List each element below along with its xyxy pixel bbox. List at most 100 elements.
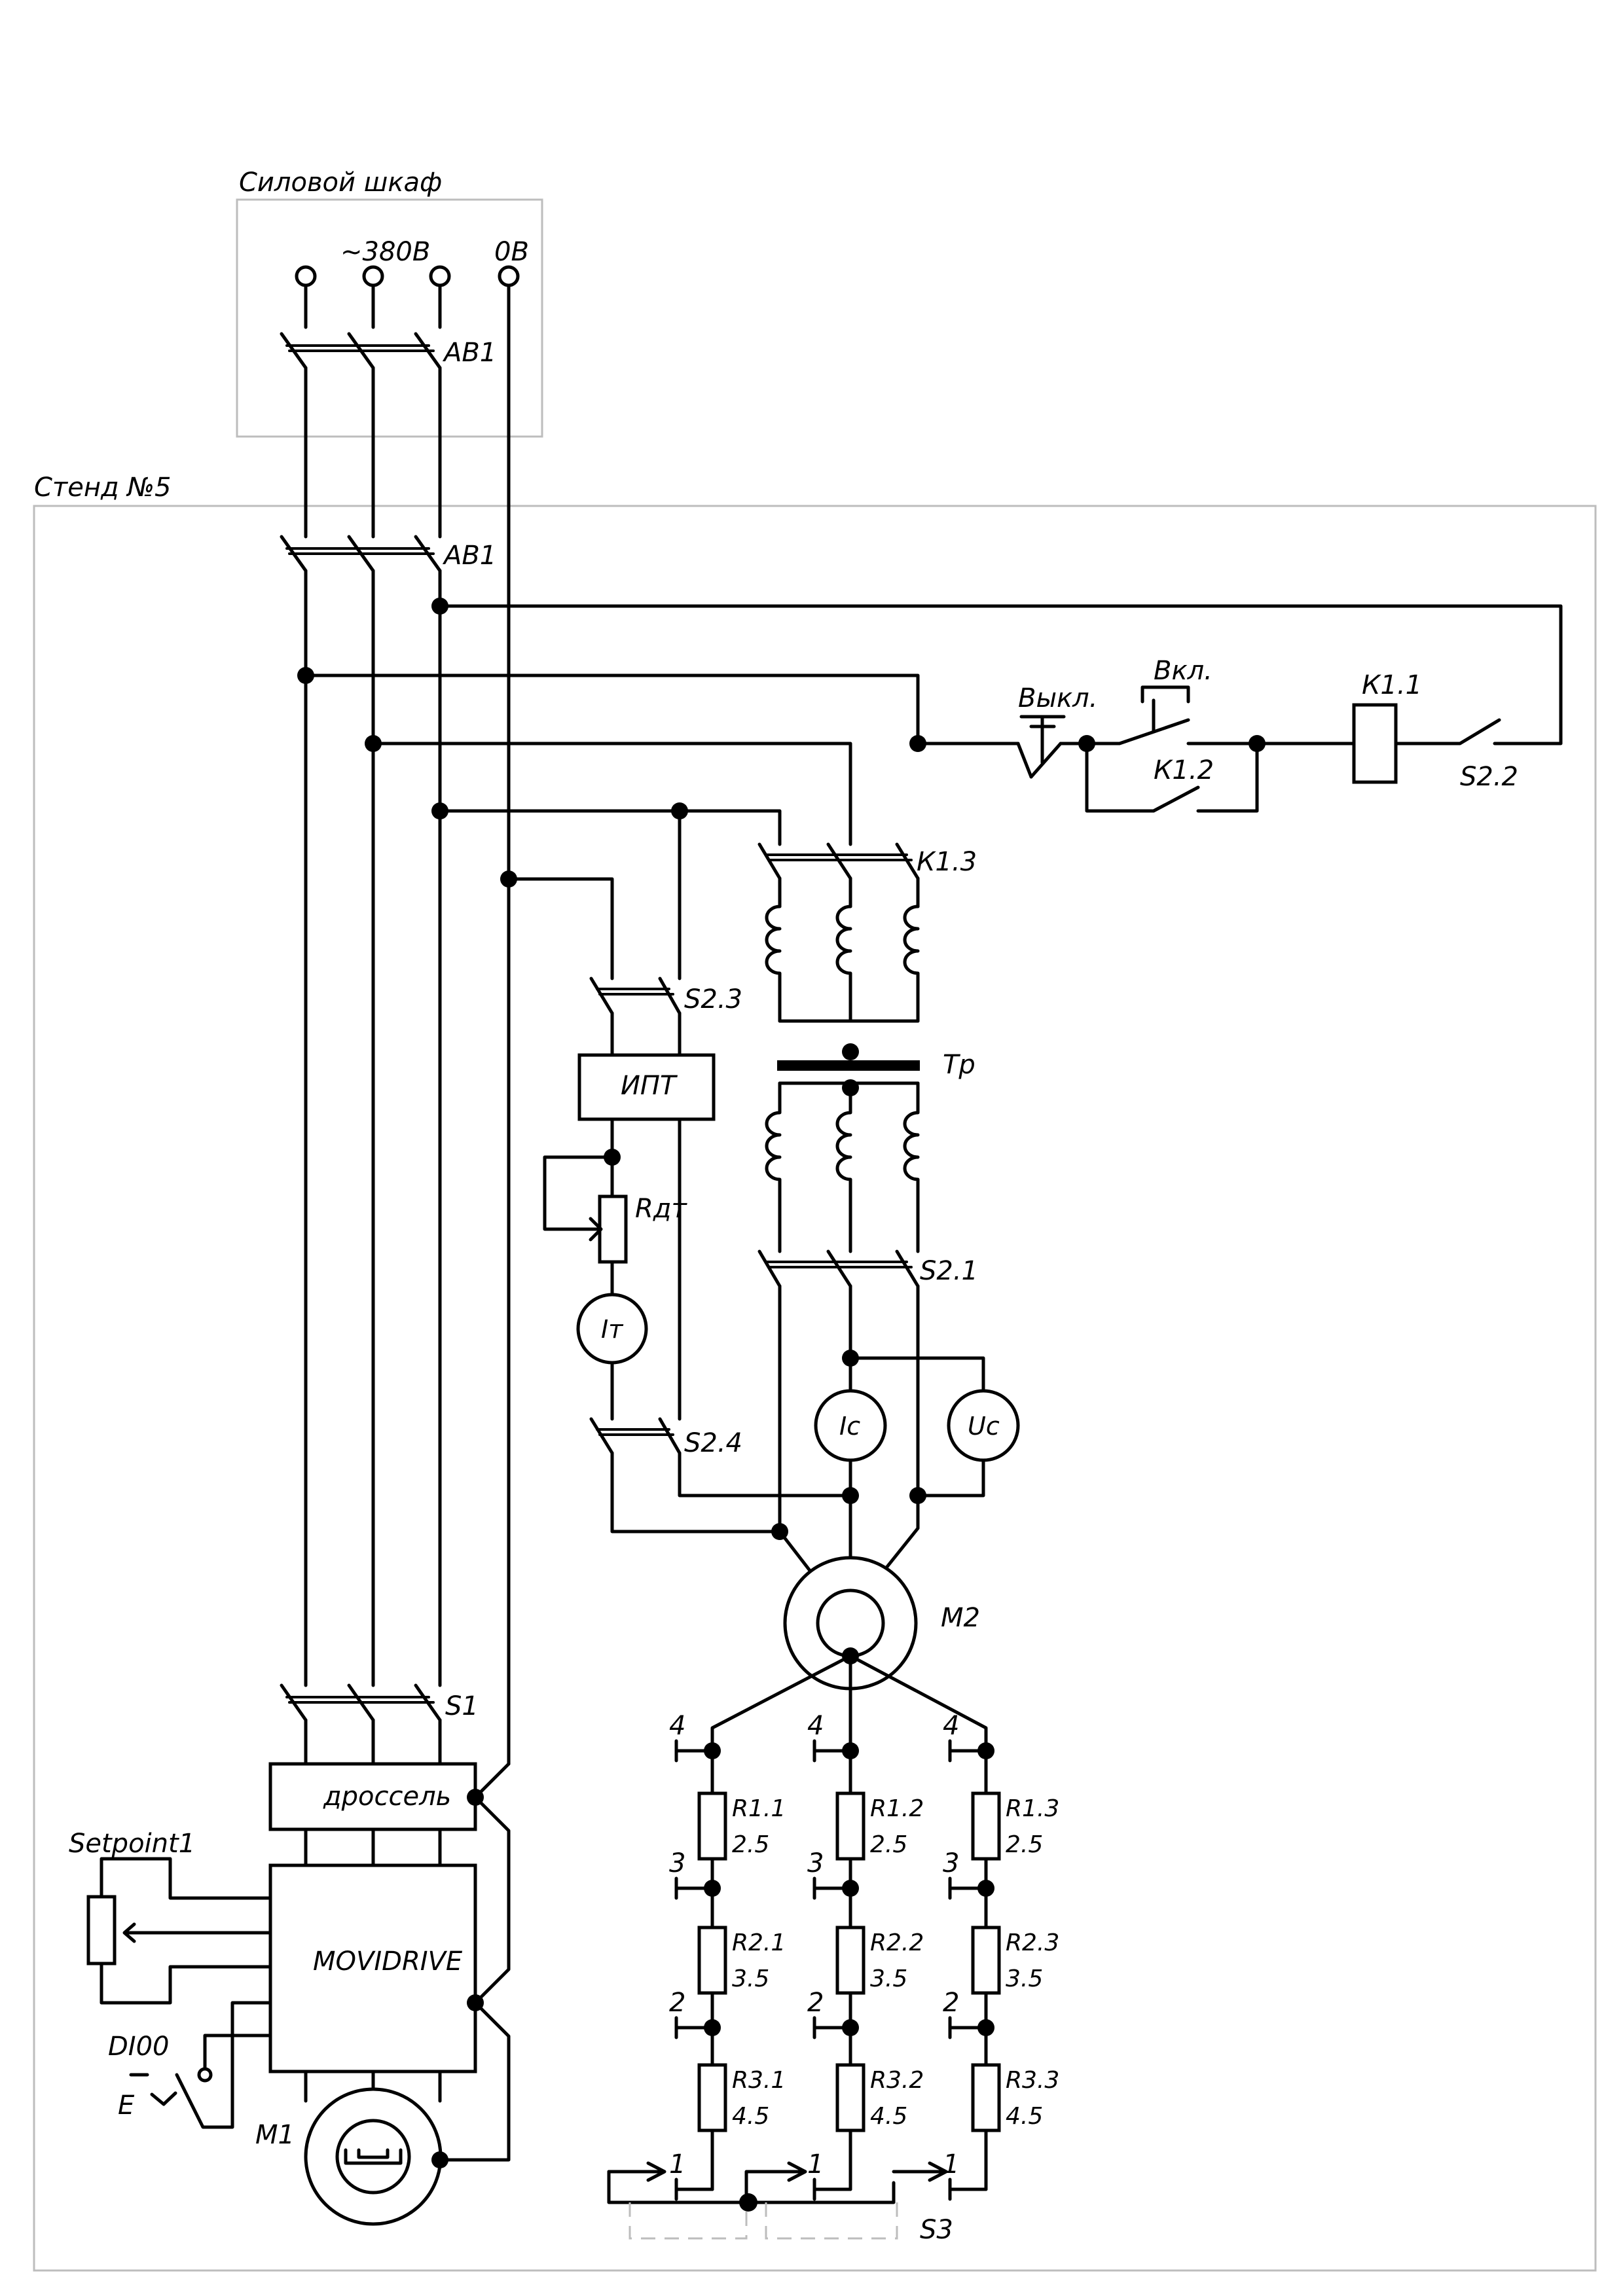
junction-dot-icon xyxy=(467,1994,484,2011)
switch-s1-label: S1 xyxy=(445,1691,479,1721)
coil-label: К1.1 xyxy=(1362,670,1422,700)
junction-dot-icon xyxy=(431,2151,448,2168)
interlock-label: S2.2 xyxy=(1460,762,1518,792)
junction-dot-icon xyxy=(704,1742,721,1759)
resistor-name: R1.3 xyxy=(1006,1795,1059,1822)
tap-label: 2 xyxy=(943,1988,959,2018)
field-current-label: Iт xyxy=(601,1315,624,1344)
junction-dot-icon xyxy=(500,870,517,888)
resistor-icon xyxy=(697,1791,727,1861)
junction-dot-icon xyxy=(704,1880,721,1897)
tap-label: 2 xyxy=(669,1988,685,2018)
tap-label: 3 xyxy=(669,1848,685,1878)
resistor-value: 3.5 xyxy=(870,1965,907,1992)
contactor-k13 xyxy=(757,842,920,880)
contactor-k13-label: К1.3 xyxy=(917,847,977,877)
hold-contact-label: К1.2 xyxy=(1154,755,1214,785)
switch-s24-label: S2.4 xyxy=(684,1428,742,1458)
resistor-value: 3.5 xyxy=(732,1965,769,1992)
on-button-label: Вкл. xyxy=(1154,656,1213,686)
resistor-name: R1.2 xyxy=(870,1795,924,1822)
resistor-icon xyxy=(835,1791,866,1861)
junction-dot-icon xyxy=(977,2019,994,2036)
resistor-name: R2.2 xyxy=(870,1929,924,1956)
resistor-value: 4.5 xyxy=(1006,2103,1043,2130)
resistor-icon xyxy=(971,1791,1001,1861)
switch-s23-label: S2.3 xyxy=(684,984,742,1014)
stand-label: Стенд №5 xyxy=(34,473,171,503)
junction-dot-icon xyxy=(431,802,448,819)
ab1-stand-breaker xyxy=(280,535,442,573)
resistor-value: 3.5 xyxy=(1006,1965,1043,1992)
tap-label: 3 xyxy=(807,1848,824,1878)
on-button xyxy=(1085,685,1190,745)
junction-dot-icon xyxy=(671,802,688,819)
stand-frame xyxy=(33,505,1597,2272)
coil-k11 xyxy=(1352,703,1398,784)
inductor-coil-icon xyxy=(765,905,920,1023)
resistor-icon xyxy=(697,1926,727,1995)
junction-dot-icon xyxy=(365,735,382,752)
ipt-block-label: ИПТ xyxy=(621,1071,678,1101)
movidrive-block xyxy=(268,1863,477,2073)
enable-symbol: E xyxy=(118,2090,135,2121)
resistor-value: 2.5 xyxy=(732,1831,769,1858)
switch-s24 xyxy=(589,1417,682,1455)
supply-voltage-label: ~380В xyxy=(340,237,430,267)
off-button-label: Выкл. xyxy=(1018,683,1097,713)
selector-s3-label: S3 xyxy=(920,2215,953,2245)
resistor-name: R3.1 xyxy=(732,2067,786,2094)
switch-s23 xyxy=(589,977,682,1015)
choke-label: дроссель xyxy=(323,1782,451,1812)
potentiometer-icon xyxy=(589,1194,628,1264)
inductor-coil-icon xyxy=(765,1081,920,1253)
motor-icon xyxy=(304,2087,443,2226)
digital-input-di00 xyxy=(129,2001,272,2129)
junction-dot-icon xyxy=(842,1079,859,1096)
off-button xyxy=(1016,715,1066,779)
transformer xyxy=(765,905,920,1253)
junction-dot-icon xyxy=(977,1880,994,1897)
resistor-name: R2.1 xyxy=(732,1929,786,1956)
junction-dot-icon xyxy=(842,2019,859,2036)
junction-dot-icon xyxy=(909,735,926,752)
ipt-block xyxy=(577,1053,716,1121)
junction-dot-icon xyxy=(842,1742,859,1759)
movidrive-label: MOVIDRIVE xyxy=(313,1946,463,1977)
ab1-cabinet-breaker xyxy=(280,332,442,370)
resistor-value: 2.5 xyxy=(1006,1831,1043,1858)
resistor-column-1: 4 3 2 1 R1.1 2.5 R2.1 3.5 R3.1 4.5 xyxy=(669,1711,786,2201)
resistor-icon xyxy=(697,2063,727,2132)
junction-dot-icon xyxy=(704,2019,721,2036)
switch-s21 xyxy=(757,1249,920,1288)
selector-s3 xyxy=(607,2161,948,2240)
tap-label: 1 xyxy=(807,2149,824,2179)
junction-dot-icon xyxy=(842,1880,859,1897)
junction-dot-icon xyxy=(297,667,314,684)
resistor-value: 4.5 xyxy=(870,2103,907,2130)
resistor-icon xyxy=(971,1926,1001,1995)
resistor-value: 2.5 xyxy=(870,1831,907,1858)
resistor-bank: 4 3 2 1 R1.1 2.5 R2.1 3.5 R3.1 4.5 4 3 2… xyxy=(669,1711,1059,2201)
resistor-column-2: 4 3 2 1 R1.2 2.5 R2.2 3.5 R3.2 4.5 xyxy=(807,1711,924,2201)
resistor-icon xyxy=(835,2063,866,2132)
junction-dot-icon xyxy=(739,2193,757,2212)
junction-dot-icon xyxy=(431,598,448,615)
ab1-cabinet-label: АВ1 xyxy=(442,338,496,368)
resistor-name: R2.3 xyxy=(1006,1929,1059,1956)
setpoint-potentiometer xyxy=(86,1895,117,1965)
line-voltage-label: Uc xyxy=(968,1412,1000,1441)
resistor-name: R1.1 xyxy=(732,1795,786,1822)
terminal-circle-icon xyxy=(498,265,520,287)
tap-label: 4 xyxy=(943,1711,959,1741)
junction-dot-icon xyxy=(467,1789,484,1806)
potentiometer-icon xyxy=(86,1857,272,2005)
switch-s21-label: S2.1 xyxy=(920,1256,978,1286)
setpoint-label: Setpoint1 xyxy=(69,1829,195,1859)
motor-icon xyxy=(783,1556,918,1691)
junction-dot-icon xyxy=(842,1043,859,1060)
digital-input-label: DI00 xyxy=(108,2032,170,2062)
tap-label: 1 xyxy=(943,2149,959,2179)
supply-terminals xyxy=(295,265,520,287)
